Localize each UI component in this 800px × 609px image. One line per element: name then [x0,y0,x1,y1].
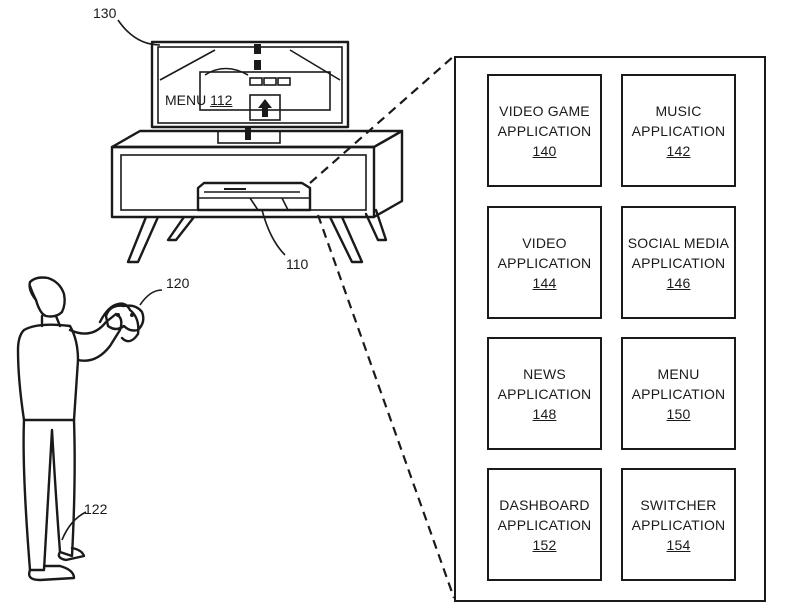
app-title-line1: SOCIAL MEDIA [627,234,730,251]
app-number: 142 [666,142,691,159]
app-number: 148 [532,405,557,422]
app-box-social-media: SOCIAL MEDIA APPLICATION 146 [621,206,736,319]
app-title-line2: APPLICATION [631,122,726,139]
app-title-line1: SWITCHER [640,496,717,513]
app-box-music: MUSIC APPLICATION 142 [621,74,736,187]
user-figure [16,276,145,582]
app-number: 150 [666,405,691,422]
app-title-line1: MUSIC [655,102,702,119]
app-title-line1: VIDEO [522,234,567,251]
ref-label-console: 110 [286,256,309,272]
app-title-line1: VIDEO GAME [499,102,590,119]
app-number: 140 [532,142,557,159]
applications-panel: VIDEO GAME APPLICATION 140 MUSIC APPLICA… [454,56,766,602]
app-title-line2: APPLICATION [631,516,726,533]
app-number: 146 [666,274,691,291]
app-box-video: VIDEO APPLICATION 144 [487,206,602,319]
app-title-line1: NEWS [523,365,566,382]
app-number: 144 [532,274,557,291]
app-title-line2: APPLICATION [631,254,726,271]
tv-menu-number: 112 [210,92,233,108]
media-cabinet [110,129,404,264]
leader-110 [261,209,286,256]
leader-120 [139,289,163,306]
ref-label-controller: 120 [166,275,190,291]
app-title-line2: APPLICATION [497,122,592,139]
callout-line-top [309,55,455,184]
television [150,40,350,144]
ref-label-user: 122 [84,501,108,517]
app-box-menu: MENU APPLICATION 150 [621,337,736,450]
game-console [196,181,312,212]
app-number: 152 [532,536,557,553]
ref-label-tv: 130 [93,5,117,21]
app-number: 154 [666,536,691,553]
leader-130 [117,19,161,46]
tv-menu-label: MENU 112 [165,92,232,108]
app-title-line2: APPLICATION [497,385,592,402]
tv-menu-text: MENU [165,92,207,108]
app-box-dashboard: DASHBOARD APPLICATION 152 [487,468,602,581]
screen-mark [254,60,261,70]
leader-122 [61,511,87,541]
app-title-line2: APPLICATION [497,254,592,271]
app-box-video-game: VIDEO GAME APPLICATION 140 [487,74,602,187]
callout-line-bottom [316,214,456,599]
app-title-line1: MENU [657,365,700,382]
screen-mark [254,44,261,54]
app-title-line1: DASHBOARD [499,496,590,513]
up-arrow-icon [258,99,272,117]
app-title-line2: APPLICATION [497,516,592,533]
app-box-news: NEWS APPLICATION 148 [487,337,602,450]
app-box-switcher: SWITCHER APPLICATION 154 [621,468,736,581]
app-title-line2: APPLICATION [631,385,726,402]
